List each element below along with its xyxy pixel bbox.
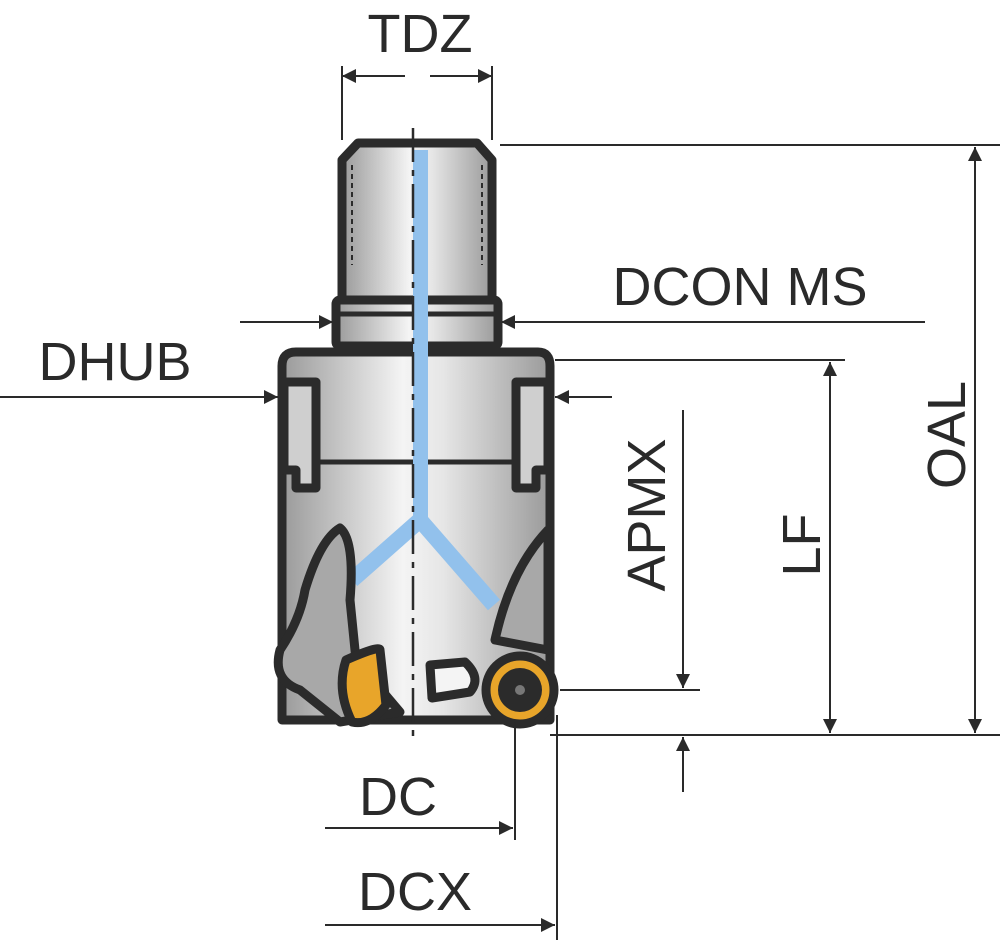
left-insert	[337, 644, 391, 728]
label-dhub: DHUB	[38, 332, 191, 392]
left-flute	[273, 523, 405, 727]
label-dcx: DCX	[358, 862, 472, 922]
right-flute	[490, 525, 553, 655]
dimension-lines	[0, 66, 1000, 940]
left-key-slot	[279, 377, 321, 493]
label-apmx: APMX	[617, 438, 677, 591]
cutter-body	[273, 138, 559, 729]
label-dc: DC	[359, 767, 437, 827]
label-lf: LF	[772, 513, 832, 576]
label-tdz: TDZ	[368, 4, 473, 64]
torx-icon	[515, 685, 525, 695]
label-dcon-ms: DCON MS	[613, 257, 868, 317]
label-oal: OAL	[917, 381, 977, 489]
coolant-channel	[346, 150, 501, 611]
screw-hole	[425, 657, 480, 703]
right-key-slot	[511, 377, 553, 493]
